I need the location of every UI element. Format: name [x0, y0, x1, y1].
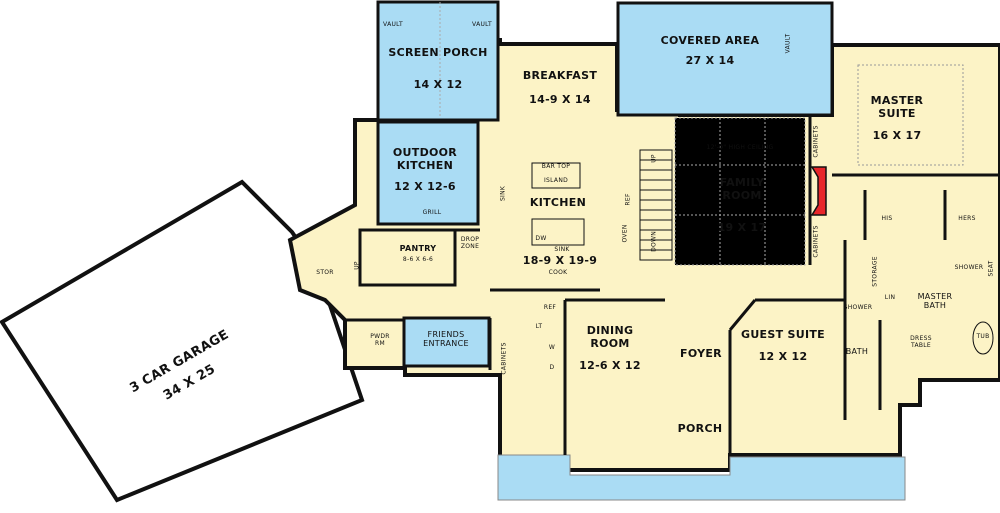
guest-suite-name: GUEST SUITE	[741, 328, 825, 341]
master-tray-ceiling	[857, 64, 964, 166]
ceiling-note: 12'-0" HIGH CEILING	[706, 144, 774, 151]
garage-stairs-up-label: UP	[353, 261, 361, 270]
vault-label: VAULT	[472, 21, 492, 28]
bar-top-label: BAR TOP	[541, 163, 571, 170]
sink2-label: SINK	[499, 185, 507, 202]
dining-room-name: DINING ROOM	[586, 324, 634, 350]
ref-label: REF	[543, 304, 557, 311]
master-suite-name: MASTER SUITE	[870, 94, 924, 120]
breakfast-name: BREAKFAST	[522, 69, 598, 82]
drop-zone-label: DROP ZONE	[460, 236, 480, 250]
washer-label: W	[548, 344, 556, 351]
his-closet-label: HIS	[881, 215, 893, 222]
outdoor-kitchen-area	[376, 120, 480, 226]
sink-label: SINK	[554, 246, 570, 253]
interior-walls	[345, 115, 1000, 455]
hers-closet-label: HERS	[958, 215, 976, 222]
pantry-name: PANTRY	[399, 244, 437, 253]
foyer-name: FOYER	[680, 347, 722, 360]
dress-table-label: DRESS TABLE	[910, 335, 932, 349]
breakfast-size: 14-9 X 14	[529, 93, 591, 106]
seat-label: SEAT	[987, 260, 995, 277]
vault-label: VAULT	[784, 33, 792, 54]
stairs[interactable]	[639, 149, 673, 261]
powder-room-label: PWDR RM	[370, 333, 390, 347]
master-shower-label: SHOWER	[954, 264, 984, 271]
outdoor-kitchen-name: OUTDOOR KITCHEN	[392, 146, 458, 172]
master-bath-name: MASTER BATH	[917, 292, 953, 311]
island-label: ISLAND	[543, 177, 569, 184]
grill-label: GRILL	[422, 209, 442, 216]
oven-label: OVEN	[621, 224, 629, 243]
dw-label: DW	[535, 235, 547, 242]
dining-room-size: 12-6 X 12	[579, 359, 641, 372]
family-room-name: FAMILY ROOM	[719, 176, 765, 202]
cook-label: COOK	[548, 269, 568, 276]
cabinets-label: CABINETS	[812, 125, 820, 158]
tub-label: TUB	[976, 333, 990, 340]
covered-area-size: 27 X 14	[685, 54, 735, 67]
bathtub	[972, 321, 994, 355]
friends-entrance-area	[402, 316, 491, 368]
kitchen-island	[531, 162, 581, 189]
stor-label: STOR	[316, 269, 334, 276]
covered-area-region	[616, 1, 834, 117]
outdoor-kitchen-size: 12 X 12-6	[394, 180, 456, 193]
kitchen-sink-counter	[531, 218, 585, 246]
storage-label: STORAGE	[871, 256, 879, 287]
ref-label: REF	[624, 193, 632, 206]
fireplace[interactable]	[810, 166, 827, 216]
family-room-size: 19 X 17	[717, 221, 767, 234]
laundry-tub-label: LT	[535, 323, 543, 330]
guest-suite-size: 12 X 12	[758, 350, 808, 363]
kitchen-size: 18-9 X 19-9	[522, 254, 598, 267]
vault-label: VAULT	[383, 21, 403, 28]
screen-porch-size: 14 X 12	[413, 78, 463, 91]
dryer-label: D	[549, 364, 555, 371]
stairs-up-label[interactable]: UP	[650, 154, 658, 163]
master-suite-size: 16 X 17	[872, 129, 922, 142]
guest-shower-label: SHOWER	[843, 304, 873, 311]
pantry-size: 8-6 X 6-6	[402, 256, 434, 263]
covered-area-name: COVERED AREA	[660, 34, 760, 47]
cabinets-label: CABINETS	[500, 342, 508, 375]
porch-area	[497, 454, 906, 501]
friends-entrance-label: FRIENDS ENTRANCE	[423, 330, 469, 349]
guest-bath-name: BATH	[845, 347, 869, 356]
stairs-down-label[interactable]: DOWN	[650, 230, 658, 252]
porch-name: PORCH	[677, 422, 723, 435]
screen-porch-name: SCREEN PORCH	[388, 46, 488, 59]
ceiling-grid	[439, 2, 806, 266]
kitchen-name: KITCHEN	[529, 196, 587, 209]
screen-porch-area	[376, 0, 500, 122]
cabinets-label: CABINETS	[812, 225, 820, 258]
linen-label: LIN	[884, 294, 896, 301]
